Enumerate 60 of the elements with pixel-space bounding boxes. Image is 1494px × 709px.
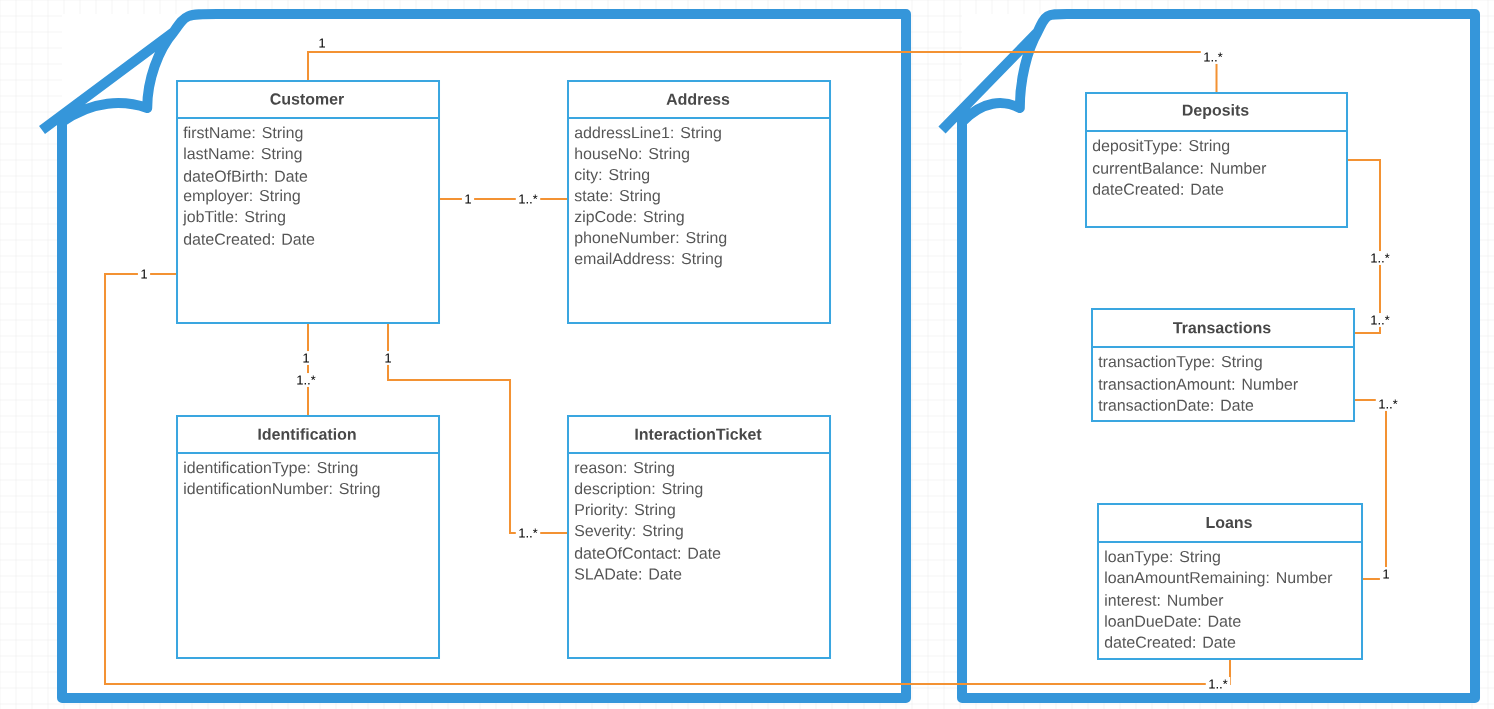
multiplicity-label: 1..* (515, 192, 541, 206)
class-box (1096, 503, 1363, 660)
attribute-text: loanDueDate: Date (1105, 615, 1241, 627)
class-name: Transactions (1173, 321, 1271, 334)
multiplicity-label: 1..* (515, 526, 541, 540)
class-name: Customer (270, 93, 344, 105)
attribute-text: description: String (574, 482, 703, 498)
multiplicity-label: 1..* (1367, 251, 1393, 265)
attribute-text: zipCode: String (574, 210, 684, 226)
association-line (307, 51, 1218, 93)
attribute-text: lastName: String (184, 147, 302, 163)
attribute-text: currentBalance: Number (1092, 162, 1267, 174)
attribute-text: dateOfContact: Date (574, 547, 721, 559)
attribute-text: loanType: String (1105, 550, 1220, 566)
attribute-text: emailAddress: String (574, 252, 722, 268)
class-box (566, 80, 831, 324)
attribute-text: SLADate: Date (574, 568, 682, 580)
multiplicity-label: 1..* (1367, 313, 1393, 327)
multiplicity-label: 1..* (293, 373, 319, 387)
association-line (104, 273, 1231, 685)
attribute-text: identificationNumber: String (184, 482, 380, 498)
attribute-text: transactionAmount: Number (1098, 378, 1298, 390)
class-box (175, 80, 440, 324)
class-box (566, 415, 831, 659)
attribute-text: dateCreated: Date (1092, 183, 1224, 195)
attribute-text: Priority: String (575, 503, 675, 519)
attribute-text: loanAmountRemaining: Number (1105, 571, 1333, 587)
attribute-text: depositType: String (1092, 139, 1230, 155)
attribute-text: dateCreated: Date (183, 233, 315, 245)
multiplicity-label: 1..* (1200, 50, 1226, 64)
class-name: InteractionTicket (635, 428, 762, 440)
class-name: Identification (258, 428, 356, 440)
attribute-text: identificationType: String (184, 461, 358, 477)
class-name: Address (666, 93, 730, 105)
class-box (175, 415, 440, 659)
multiplicity-label: 1..* (1205, 677, 1231, 691)
multiplicity-label: 1..* (1375, 397, 1401, 411)
attribute-text: jobTitle: String (182, 210, 285, 226)
association-line (1354, 399, 1387, 580)
attribute-text: interest: Number (1105, 594, 1224, 606)
attribute-text: transactionDate: Date (1098, 399, 1254, 411)
attribute-text: addressLine1: String (574, 126, 721, 142)
attribute-text: dateCreated: Date (1104, 636, 1236, 648)
attribute-text: state: String (574, 189, 660, 205)
attribute-text: reason: String (575, 461, 674, 477)
class-box (1090, 308, 1355, 422)
attribute-text: city: String (574, 168, 650, 184)
attribute-text: firstName: String (183, 126, 303, 142)
association-line (307, 323, 309, 416)
attribute-text: employer: String (183, 189, 300, 205)
attribute-text: phoneNumber: String (575, 231, 727, 247)
attribute-text: Severity: String (574, 524, 683, 540)
association-line (387, 323, 568, 534)
class-name: Deposits (1182, 104, 1249, 119)
association-line (1347, 159, 1381, 334)
class-box (1084, 92, 1348, 228)
attribute-text: transactionType: String (1098, 355, 1262, 371)
attribute-text: houseNo: String (575, 147, 689, 163)
class-name: Loans (1206, 516, 1252, 529)
attribute-text: dateOfBirth: Date (183, 170, 308, 182)
